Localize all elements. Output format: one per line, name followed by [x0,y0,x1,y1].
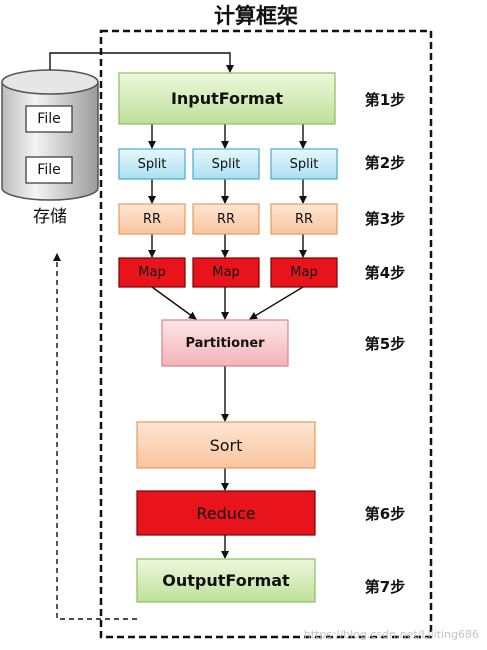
output-format-label: OutputFormat [162,571,290,590]
storage-to-input-arrow [49,52,234,73]
step-label-5: 第5步 [364,334,406,353]
file-icon-1 [25,105,73,133]
file-label-2: File [37,162,61,178]
reduce-label: Reduce [196,503,256,523]
map-box-2 [192,257,260,288]
output-to-storage-dashed-arrow [53,253,137,620]
sort-label: Sort [209,435,243,455]
rr-box-3 [270,203,338,235]
sort-box [136,421,316,469]
map-label-3: Map [290,265,318,280]
step-label-4: 第4步 [364,263,406,282]
step-label-7: 第7步 [364,577,406,596]
map-box-1 [118,257,186,288]
partitioner-label: Partitioner [185,335,265,351]
file-label-1: File [37,111,61,127]
split-label-2: Split [211,156,241,172]
step-label-6: 第6步 [364,504,406,523]
input-format-label: InputFormat [170,89,284,108]
storage-cylinder-icon [1,69,99,201]
map-label-2: Map [212,265,240,280]
reduce-box [136,490,316,536]
map-label-1: Map [138,265,166,280]
map-box-3 [270,257,338,288]
split-box-1 [118,148,186,180]
rr-label-1: RR [142,211,162,227]
step-label-3: 第3步 [364,209,406,228]
split-label-1: Split [137,156,167,172]
input-format-box [118,72,336,125]
rr-box-2 [192,203,260,235]
map-1-to-partitioner-arrow [151,286,197,320]
map-3-to-partitioner-arrow [249,286,304,320]
partitioner-box [161,319,289,367]
file-icon-2 [25,156,73,184]
diagram-title: 计算框架 [214,4,298,28]
step-label-1: 第1步 [364,90,406,109]
output-format-box [136,558,316,603]
step-label-2: 第2步 [364,153,406,172]
watermark-text: https://blog.csdn.net/Liliting686 [303,627,479,641]
storage-label: 存储 [33,206,67,227]
framework-border [99,29,433,639]
split-label-3: Split [289,156,319,172]
split-box-2 [192,148,260,180]
rr-box-1 [118,203,186,235]
rr-label-2: RR [216,211,236,227]
split-box-3 [270,148,338,180]
rr-label-3: RR [294,211,314,227]
